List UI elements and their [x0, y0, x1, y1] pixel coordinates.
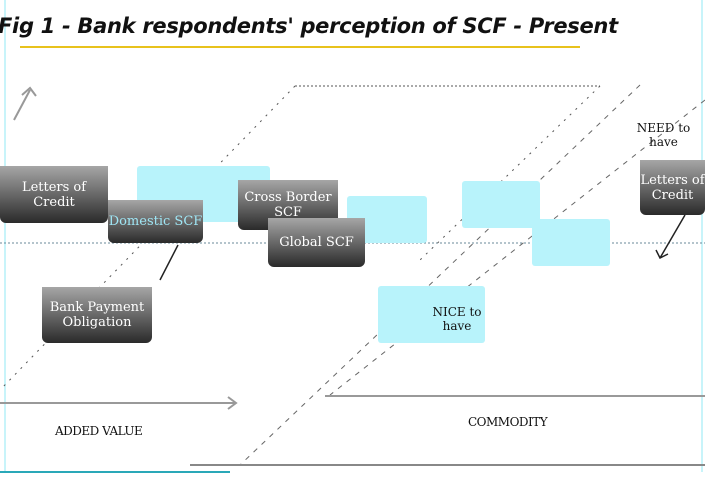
box-cross-border-scf: Cross Border SCF: [238, 180, 338, 230]
light-box: [462, 181, 540, 228]
need-arrow-line: [659, 214, 686, 259]
label-added-value: ADDED VALUE: [55, 424, 143, 438]
title-underline: [20, 46, 580, 48]
arrow-down-icon: [655, 249, 669, 260]
label-commodity: COMMODITY: [468, 415, 548, 429]
figure-frame: [4, 0, 703, 472]
box-domestic-scf: Domestic SCF: [108, 200, 203, 243]
light-box: [532, 219, 610, 266]
diagonal-dotted-line-2: [419, 85, 601, 261]
arrow-up-icon: [21, 86, 37, 97]
label-need-to-have: NEED to have: [636, 121, 691, 149]
box-letters-of-credit-right: Letters of Credit: [640, 160, 705, 215]
label-nice-to-have: NICE to have: [432, 305, 482, 333]
domestic-arrow-line: [159, 244, 179, 281]
diagonal-dashed-line-2: [329, 99, 705, 396]
box-global-scf: Global SCF: [268, 218, 365, 267]
box-bank-payment-obligation: Bank Payment Obligation: [42, 287, 152, 343]
y-axis-arrow: [13, 89, 31, 121]
arrow-right-icon: [227, 396, 238, 410]
light-box: [378, 286, 485, 343]
diagonal-dashed-line: [239, 84, 641, 466]
box-letters-of-credit-left: Letters of Credit: [0, 166, 108, 223]
figure-title: Fig 1 - Bank respondents' perception of …: [0, 14, 618, 38]
